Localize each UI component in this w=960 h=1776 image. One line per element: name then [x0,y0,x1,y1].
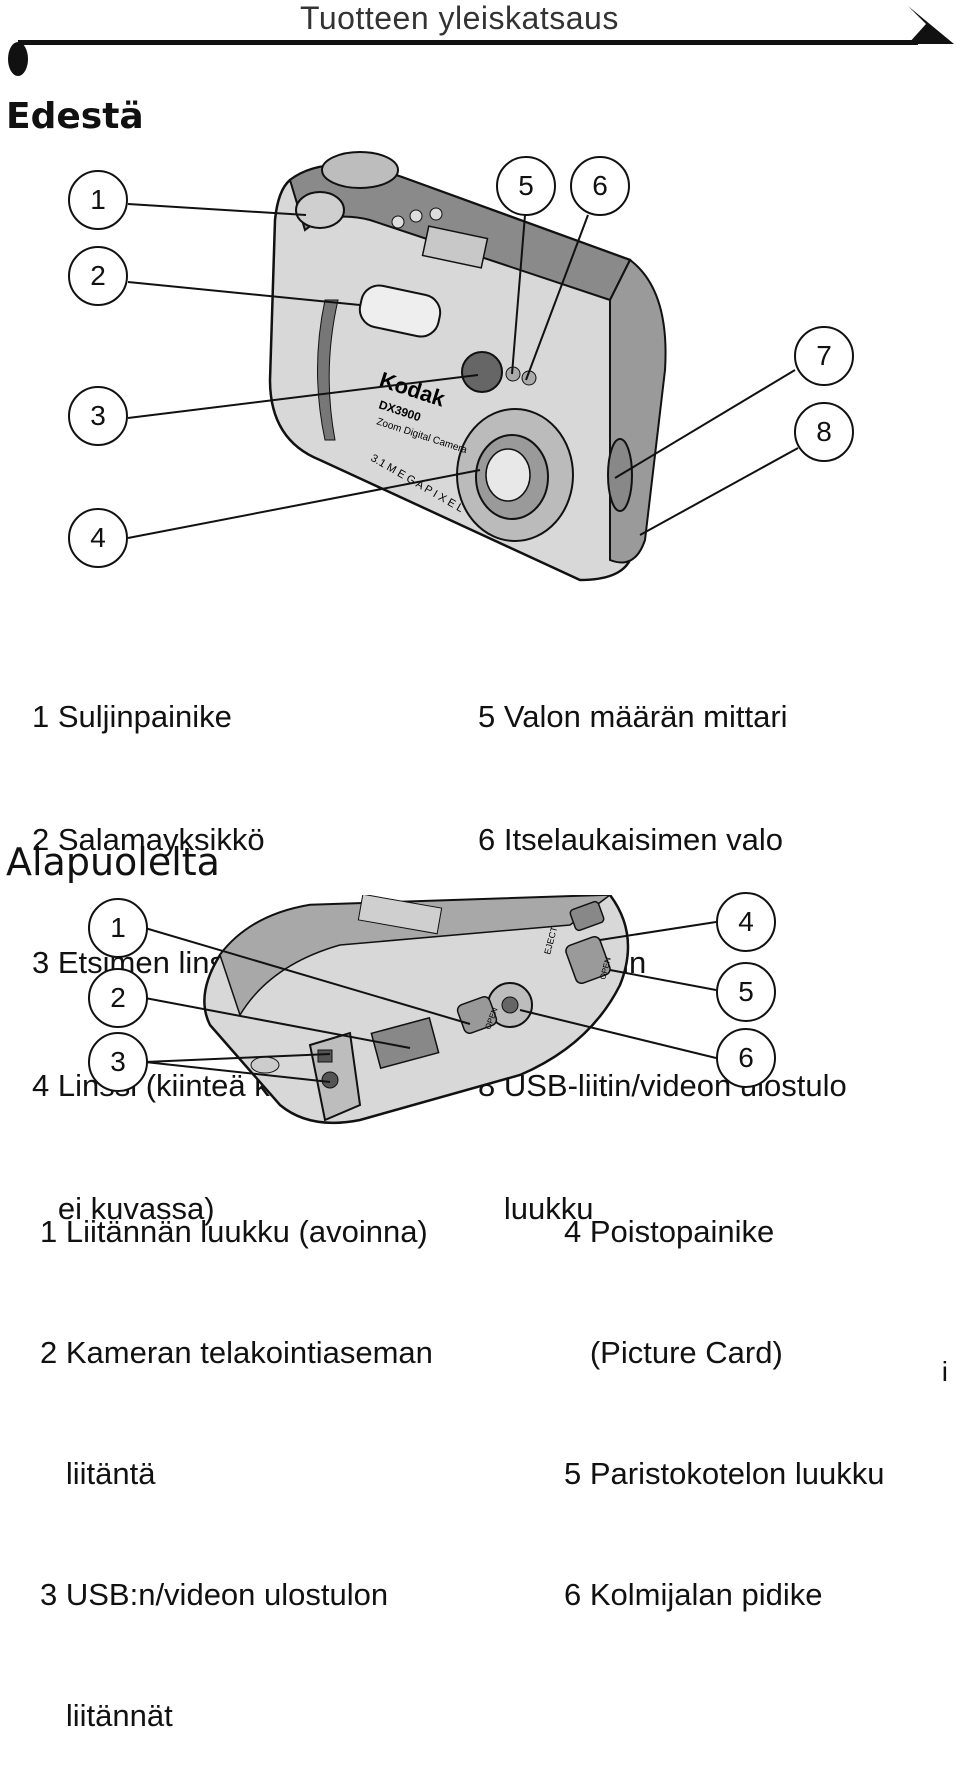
bottom-callout-5: 5 [716,962,776,1022]
front-legend-item: luukku [478,1191,594,1226]
front-callout-5: 5 [496,156,556,216]
front-legend-item: 5 Valon määrän mittari [478,699,788,734]
bottom-legend-item: 1 Liitännän luukku (avoinna) [40,1214,428,1249]
header-rule [18,40,918,45]
front-legend-item: ei kuvassa) [32,1191,215,1226]
bottom-legend-item: liitännät [40,1698,173,1733]
front-callout-1: 1 [68,170,128,230]
bottom-legend-item: 4 Poistopainike [564,1214,775,1249]
bottom-legend-item: 3 USB:n/videon ulostulon [40,1577,389,1612]
bottom-legend-item: 6 Kolmijalan pidike [564,1577,823,1612]
front-leader-lines [127,203,799,539]
bottom-legend-right: 4 Poistopainike (Picture Card) 5 Paristo… [564,1130,885,1655]
front-legend-item: 6 Itselaukaisimen valo [478,822,783,857]
bottom-callout-4: 4 [716,892,776,952]
bottom-legend-item: (Picture Card) [564,1335,783,1370]
front-legend-item: 1 Suljinpainike [32,699,232,734]
front-legend-left: 1 Suljinpainike 2 Salamayksikkö 3 Etsime… [32,614,327,1270]
front-legend-item: 2 Salamayksikkö [32,822,265,857]
bottom-callout-6: 6 [716,1028,776,1088]
front-callout-8: 8 [794,402,854,462]
bottom-legend-item: 5 Paristokotelon luukku [564,1456,885,1491]
front-callout-7: 7 [794,326,854,386]
bottom-leader-lines [144,921,717,1083]
bottom-callout-3: 3 [88,1032,148,1092]
front-callout-2: 2 [68,246,128,306]
bottom-legend-left: 1 Liitännän luukku (avoinna) 2 Kameran t… [40,1130,433,1776]
header-bullet-icon [8,42,28,76]
bottom-section-title: Alapuolelta [6,840,220,884]
page-number: i [941,1356,948,1387]
bottom-legend-item: liitäntä [40,1456,156,1491]
front-section-title: Edestä [6,96,144,137]
front-callout-4: 4 [68,508,128,568]
bottom-legend-item: 2 Kameran telakointiaseman [40,1335,433,1370]
bottom-camera-illustration: EJECT OPEN OPEN [203,895,630,1125]
front-callout-3: 3 [68,386,128,446]
front-camera-illustration: Kodak DX3900 Zoom Digital Camera 3.1 M E… [268,151,667,582]
bottom-callout-2: 2 [88,968,148,1028]
bottom-callout-1: 1 [88,898,148,958]
page-header-title: Tuotteen yleiskatsaus [300,0,619,36]
front-callout-6: 6 [570,156,630,216]
header-arrow-icon [908,6,954,44]
